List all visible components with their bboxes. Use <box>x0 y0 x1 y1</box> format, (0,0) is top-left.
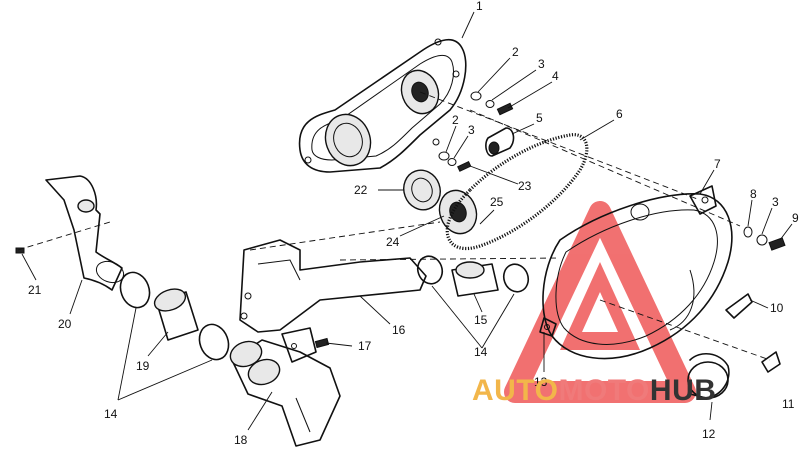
callout-5: 5 <box>536 111 543 125</box>
callout-1: 1 <box>476 0 483 13</box>
duct-18 <box>229 339 341 447</box>
callout-25: 25 <box>490 195 504 209</box>
triangle-logo-icon <box>504 201 696 403</box>
callout-17: 17 <box>358 339 372 353</box>
callout-14-left: 14 <box>104 407 118 421</box>
callout-labels: 1 2 3 4 5 2 3 6 7 8 3 9 10 11 12 13 14 1… <box>28 0 799 447</box>
sleeve-19 <box>153 288 199 341</box>
callout-19: 19 <box>136 359 150 373</box>
callout-14-right: 14 <box>474 345 488 359</box>
callout-22: 22 <box>354 183 368 197</box>
callout-3-lower: 3 <box>468 123 475 137</box>
callout-15: 15 <box>474 313 488 327</box>
seal-22 <box>403 169 441 211</box>
callout-12: 12 <box>702 427 716 441</box>
callout-9: 9 <box>792 211 799 225</box>
washer-bolt-stack-upper <box>470 91 515 157</box>
clamp-14a <box>119 271 151 309</box>
callout-23: 23 <box>518 179 532 193</box>
bracket-16 <box>239 239 427 363</box>
leader-lines <box>21 11 793 431</box>
watermark-hub: HUB <box>649 374 717 407</box>
callout-6: 6 <box>616 107 623 121</box>
watermark-moto: MOTO <box>558 374 650 407</box>
watermark-text: AUTOMOTOHUB <box>472 374 716 408</box>
callout-16: 16 <box>392 323 406 337</box>
duct-end-12 <box>687 353 730 399</box>
screw-21 <box>15 247 25 254</box>
callout-24: 24 <box>386 235 400 249</box>
callout-7: 7 <box>714 157 721 171</box>
callout-13: 13 <box>534 375 548 389</box>
clip-10 <box>725 293 753 319</box>
inner-cover <box>298 38 467 173</box>
watermark-auto: AUTO <box>472 374 559 407</box>
callout-11: 11 <box>782 397 795 411</box>
connector-15 <box>416 255 530 297</box>
callout-10: 10 <box>770 301 784 315</box>
drive-belt <box>445 133 589 251</box>
washer-bolt-stack-middle <box>438 151 472 172</box>
callout-2-lower: 2 <box>452 113 459 127</box>
alignment-lines <box>17 91 771 361</box>
callout-2: 2 <box>512 45 519 59</box>
outer-cover <box>539 185 733 360</box>
plate-11 <box>761 351 781 373</box>
screw-17 <box>314 337 330 349</box>
callout-20: 20 <box>58 317 72 331</box>
callout-18: 18 <box>234 433 248 447</box>
callout-8: 8 <box>750 187 757 201</box>
callout-3: 3 <box>538 57 545 71</box>
clamp-14b <box>198 323 230 361</box>
callout-4: 4 <box>552 69 559 83</box>
callout-21: 21 <box>28 283 42 297</box>
intake-duct-20 <box>45 175 125 291</box>
hardware-right <box>743 226 786 251</box>
callout-3-right: 3 <box>772 195 779 209</box>
